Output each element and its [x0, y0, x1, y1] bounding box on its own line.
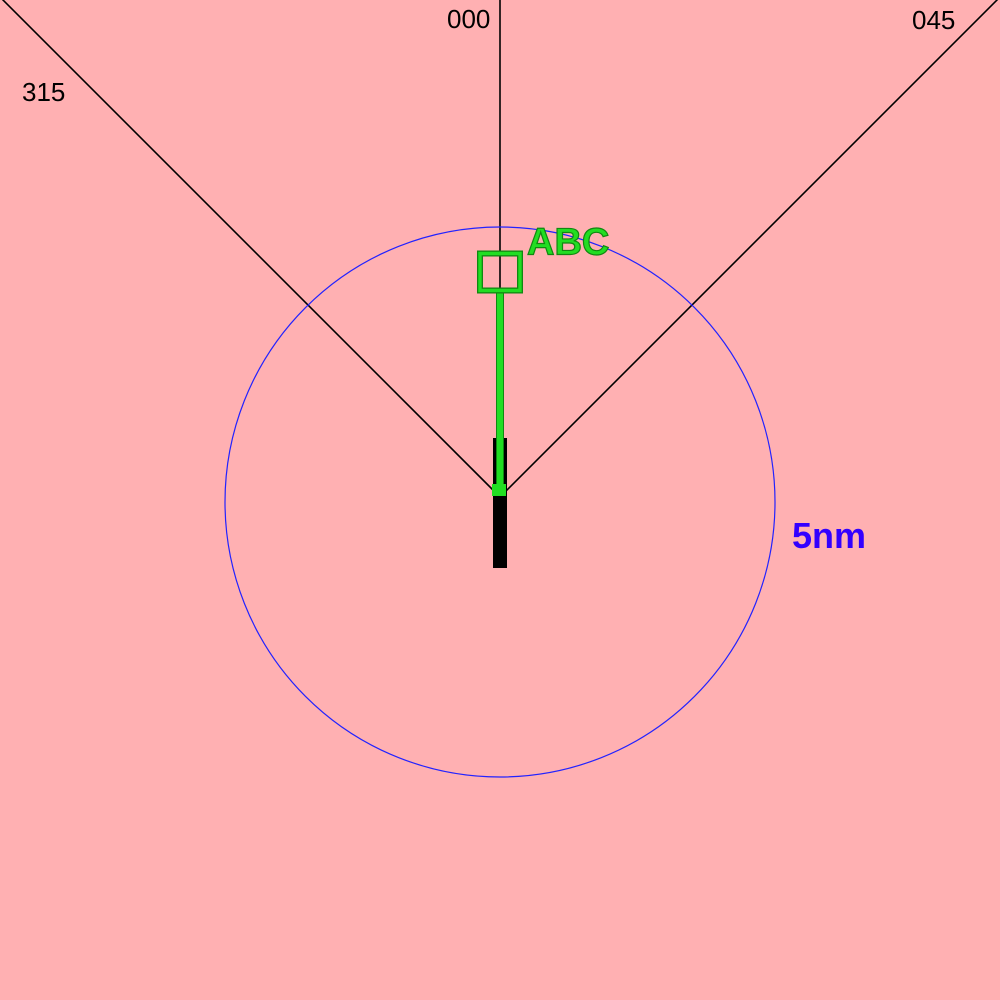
range-ring-5nm — [224, 226, 776, 778]
target-callsign-label[interactable]: ABC — [526, 221, 610, 264]
bearing-line-045 — [499, 0, 999, 498]
range-ring-label: 5nm — [792, 515, 866, 556]
target-track[interactable]: ABC — [477, 221, 610, 497]
target-origin-marker — [492, 484, 506, 496]
bearing-label-045: 045 — [912, 5, 955, 35]
target-leader-line — [496, 290, 504, 491]
bearing-line-315 — [1, 0, 501, 498]
bearing-label-315: 315 — [22, 77, 65, 107]
bearing-label-000: 000 — [447, 4, 490, 34]
target-symbol-fill — [478, 251, 522, 293]
